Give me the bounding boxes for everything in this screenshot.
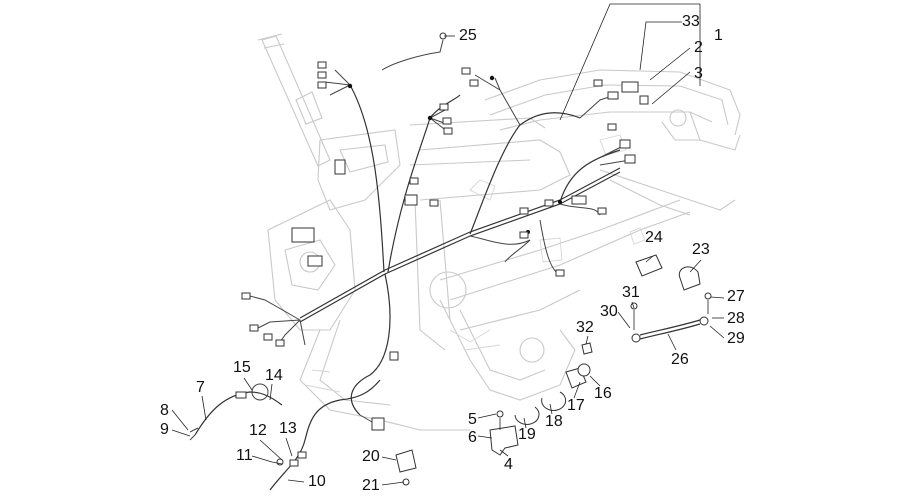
callout-label-26: 26: [671, 351, 689, 368]
callout-label-1: 1: [714, 27, 723, 44]
callout-label-32: 32: [576, 319, 594, 336]
callout-label-5: 5: [468, 411, 477, 428]
leader-lines: [171, 3, 725, 486]
callout-label-9: 9: [160, 421, 169, 438]
callout-label-14: 14: [265, 367, 283, 384]
callout-label-17: 17: [567, 397, 585, 414]
callout-label-3: 3: [694, 65, 703, 82]
callout-label-29: 29: [727, 330, 745, 347]
callout-label-18: 18: [545, 413, 563, 430]
callout-label-19: 19: [518, 426, 536, 443]
callout-label-21: 21: [362, 477, 380, 494]
callout-label-4: 4: [504, 456, 513, 473]
callout-label-28: 28: [727, 310, 745, 327]
callout-label-23: 23: [692, 241, 710, 258]
scooter-frame: [257, 33, 741, 431]
callout-label-20: 20: [362, 448, 380, 465]
callout-label-24: 24: [645, 229, 663, 246]
callout-label-25: 25: [459, 27, 477, 44]
callout-label-15: 15: [233, 359, 251, 376]
callout-label-31: 31: [622, 284, 640, 301]
callout-label-12: 12: [249, 422, 267, 439]
main-wiring-harness: [241, 61, 649, 431]
callout-label-33: 33: [682, 13, 700, 30]
callout-label-27: 27: [727, 288, 745, 305]
callout-label-6: 6: [468, 429, 477, 446]
callout-label-10: 10: [308, 473, 326, 490]
callout-label-2: 2: [694, 39, 703, 56]
callout-label-8: 8: [160, 402, 169, 419]
callout-label-13: 13: [279, 420, 297, 437]
callout-label-7: 7: [196, 379, 205, 396]
loose-parts: [189, 32, 712, 491]
callout-label-16: 16: [594, 385, 612, 402]
callout-label-30: 30: [600, 303, 618, 320]
callout-label-11: 11: [236, 447, 253, 464]
